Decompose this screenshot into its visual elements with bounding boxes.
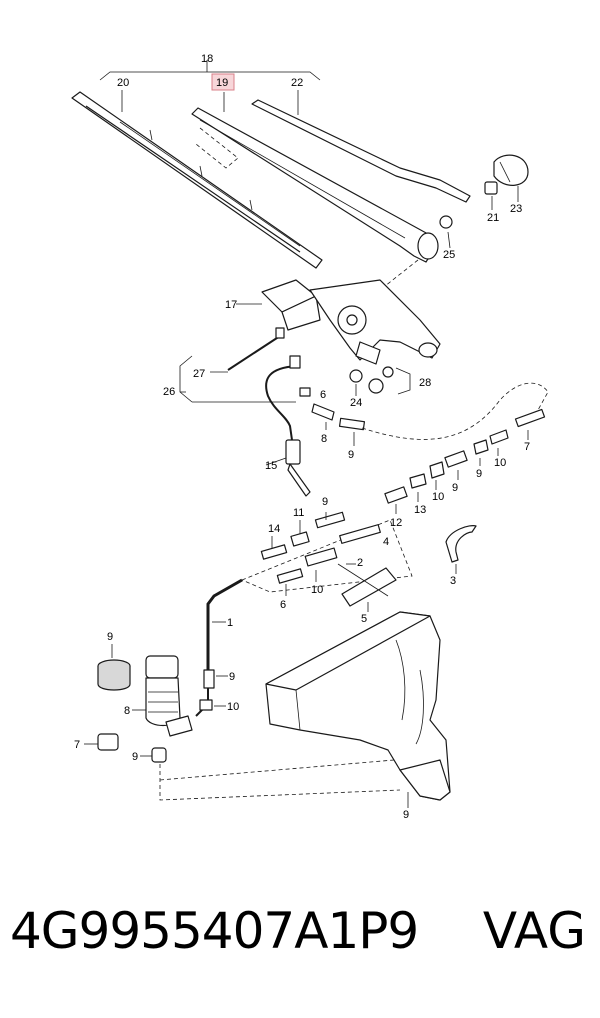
bracket-18: 18 [99, 53, 321, 81]
arm-cap: 23 [493, 154, 529, 215]
callout-9-box: 4 [383, 536, 389, 548]
highlight-box [211, 73, 235, 91]
callout-13: 2 [357, 557, 363, 569]
mount-parts: 24 28 [349, 366, 431, 409]
callout-19: 19 [216, 77, 228, 89]
callout-6-hose: 10 [227, 701, 239, 713]
callout-8-mid-left: 9 [322, 496, 328, 508]
wiper-motor: 17 [225, 279, 441, 365]
callout-18: 18 [201, 53, 213, 65]
callout-9-mid-left: 14 [268, 523, 280, 535]
callout-3: 9 [132, 751, 138, 763]
callout-8-right: 9 [476, 468, 482, 480]
brand-label: VAG [482, 902, 586, 960]
grommet-11: 5 [337, 563, 397, 625]
arm-cover [251, 99, 471, 203]
washer-pump: 8 [124, 655, 193, 737]
callout-21: 21 [487, 212, 499, 224]
callout-1: 9 [403, 809, 409, 821]
callout-7-mid: 13 [414, 504, 426, 516]
seal-4: 9 [97, 631, 131, 691]
callout-27: 27 [193, 368, 205, 380]
callout-12: 10 [311, 584, 323, 596]
callout-22: 22 [291, 77, 303, 89]
exploded-parts-diagram: 18 19 20 22 23 21 [71, 53, 549, 821]
callout-14: 3 [450, 575, 456, 587]
callout-9-top: 9 [348, 449, 354, 461]
callout-4: 9 [107, 631, 113, 643]
callout-25: 25 [443, 249, 455, 261]
rear-nozzle: 15 [265, 439, 311, 497]
callout-10-mid: 12 [390, 517, 402, 529]
callout-28: 28 [419, 377, 431, 389]
grommet-3: 9 [132, 747, 401, 801]
hose-chain-right: 7 10 9 9 10 13 12 [384, 408, 546, 529]
distribution-assembly: 14 11 9 4 2 10 6 [240, 496, 413, 611]
part-number: 4G9955407A1P9 [10, 902, 419, 960]
callout-10-hose: 9 [229, 671, 235, 683]
callout-9-right: 7 [524, 441, 530, 453]
clip-14: 3 [445, 525, 477, 587]
callout-10-right: 9 [452, 482, 458, 494]
callout-9-hose: 1 [227, 617, 233, 629]
washer-reservoir: 9 [265, 611, 451, 821]
screw-27: 27 [193, 327, 285, 380]
callout-5: 7 [74, 739, 80, 751]
callout-8-mid: 10 [432, 491, 444, 503]
callout-17: 17 [225, 299, 237, 311]
wiper-arm [191, 107, 439, 263]
callout-20: 20 [117, 77, 129, 89]
callout-15: 15 [265, 460, 277, 472]
hose-rear: 6 8 9 [265, 355, 366, 461]
callout-26: 26 [163, 386, 175, 398]
wiper-blade [71, 91, 323, 269]
callout-9-box-low: 6 [280, 599, 286, 611]
callout-2: 8 [124, 705, 130, 717]
callout-11: 5 [361, 613, 367, 625]
washer-25: 25 [439, 215, 455, 261]
callout-6-top: 6 [320, 389, 326, 401]
callout-24: 24 [350, 397, 362, 409]
callout-10-mid-left: 11 [293, 507, 304, 519]
callout-7-right: 10 [494, 457, 506, 469]
hose-pump: 1 9 10 [195, 578, 243, 717]
callout-23: 23 [510, 203, 522, 215]
callout-8-top: 8 [321, 433, 327, 445]
bracket-26: 26 [163, 355, 296, 403]
callout-19-group: 19 [211, 73, 235, 112]
cap-5: 7 [74, 733, 119, 751]
nut-21: 21 [484, 181, 499, 224]
